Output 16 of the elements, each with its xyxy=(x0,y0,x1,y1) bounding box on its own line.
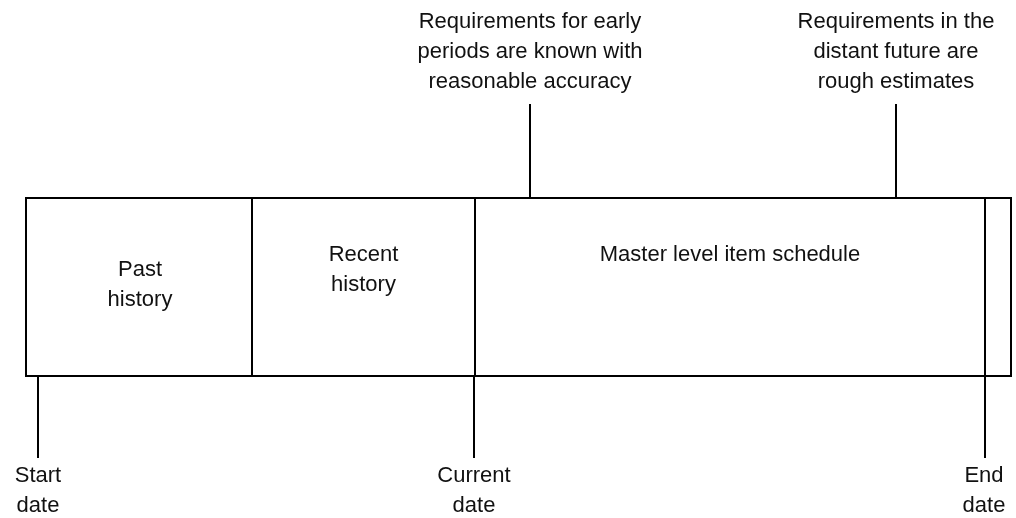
date-label: Start date xyxy=(0,460,76,518)
end-segment xyxy=(984,197,1012,377)
leader-line xyxy=(895,103,897,198)
annotation-text: Requirements in the distant future are rough estimates xyxy=(790,6,1002,96)
segment-label: Recent history xyxy=(327,240,400,298)
timeline-segment xyxy=(474,197,986,377)
date-label: End date xyxy=(950,460,1016,518)
segment-label: Master level item schedule xyxy=(598,240,862,268)
leader-line xyxy=(529,103,531,198)
annotation-text: Requirements for early periods are known with reasonable accuracy xyxy=(385,6,675,96)
date-label: Current date xyxy=(414,460,534,518)
leader-line xyxy=(473,376,475,459)
leader-line xyxy=(984,376,986,459)
segment-label: Past history xyxy=(106,255,174,313)
leader-line xyxy=(37,376,39,459)
timeline-segment xyxy=(251,197,476,377)
